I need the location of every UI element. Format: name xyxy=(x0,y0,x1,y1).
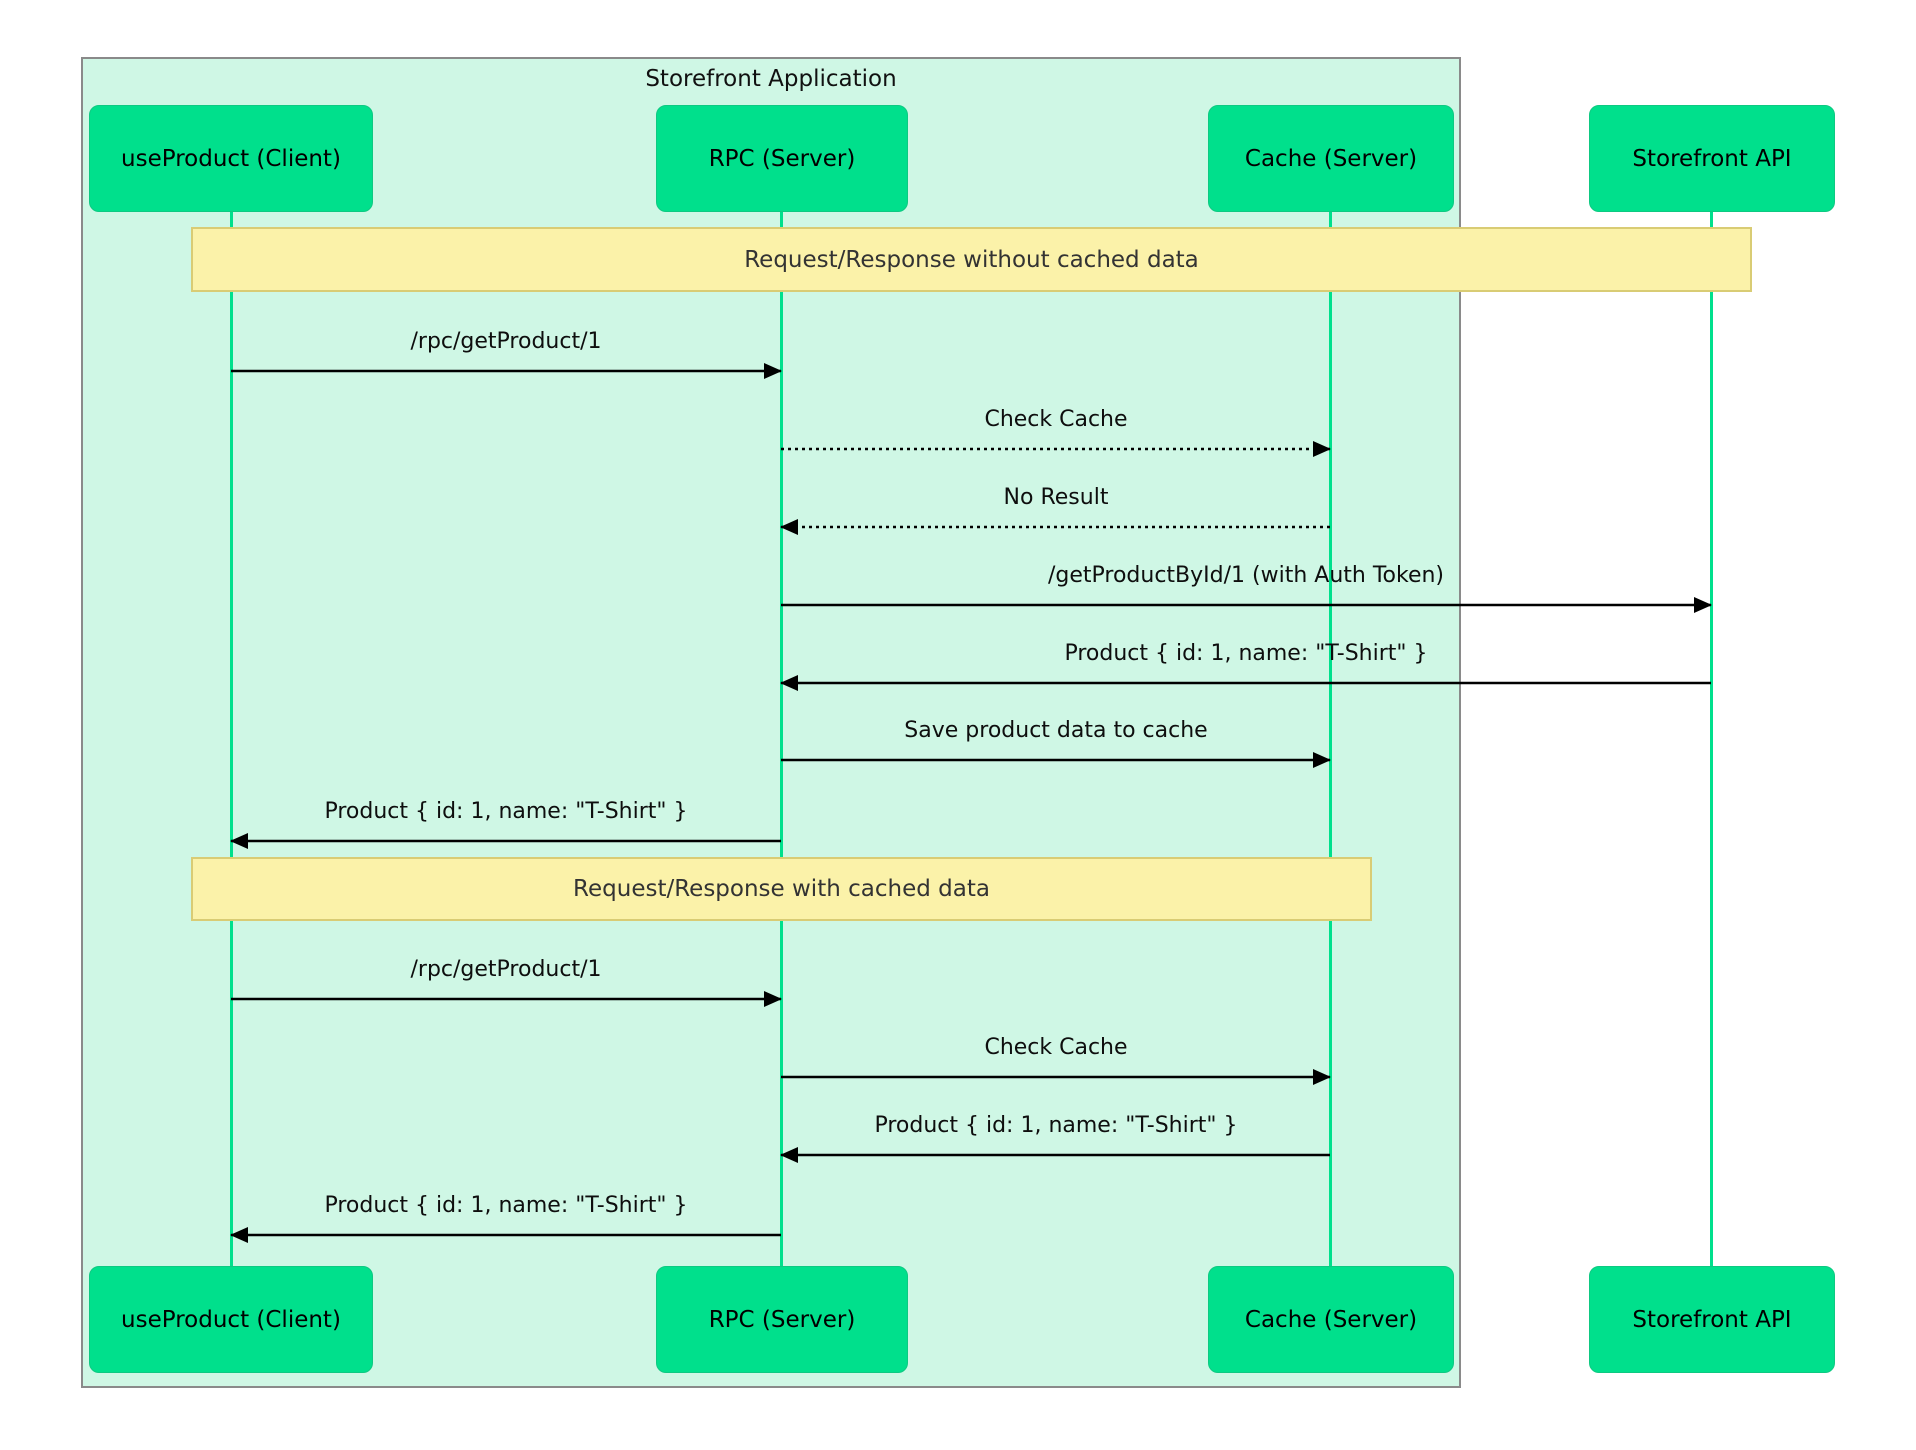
lifeline-rpc xyxy=(779,212,783,1266)
participant-storefront-api-top: Storefront API xyxy=(1589,105,1835,212)
participant-useproduct-top: useProduct (Client) xyxy=(89,105,373,212)
participant-useproduct-bottom: useProduct (Client) xyxy=(89,1266,373,1373)
participant-rpc-top: RPC (Server) xyxy=(656,105,908,212)
lifeline-cache xyxy=(1328,212,1332,1266)
message-label-5: Product { id: 1, name: "T-Shirt" } xyxy=(1064,641,1428,666)
note-with-cached-data: Request/Response with cached data xyxy=(191,857,1372,921)
message-label-9: Check Cache xyxy=(984,1035,1128,1060)
participant-storefront-api-bottom: Storefront API xyxy=(1589,1266,1835,1373)
participant-cache-top: Cache (Server) xyxy=(1208,105,1454,212)
message-label-7: Product { id: 1, name: "T-Shirt" } xyxy=(324,799,688,824)
message-label-11: Product { id: 1, name: "T-Shirt" } xyxy=(324,1193,688,1218)
message-label-8: /rpc/getProduct/1 xyxy=(410,957,602,982)
message-label-1: /rpc/getProduct/1 xyxy=(410,329,602,354)
lifeline-storefront-api xyxy=(1709,212,1713,1266)
note-without-cached-data: Request/Response without cached data xyxy=(191,227,1752,292)
message-label-4: /getProductById/1 (with Auth Token) xyxy=(1047,563,1445,588)
message-label-6: Save product data to cache xyxy=(904,718,1208,743)
participant-rpc-bottom: RPC (Server) xyxy=(656,1266,908,1373)
message-label-2: Check Cache xyxy=(984,407,1128,432)
lifeline-useproduct xyxy=(229,212,233,1266)
diagram-title: Storefront Application xyxy=(645,66,897,92)
participant-cache-bottom: Cache (Server) xyxy=(1208,1266,1454,1373)
message-label-10: Product { id: 1, name: "T-Shirt" } xyxy=(874,1113,1238,1138)
message-label-3: No Result xyxy=(1003,485,1109,510)
